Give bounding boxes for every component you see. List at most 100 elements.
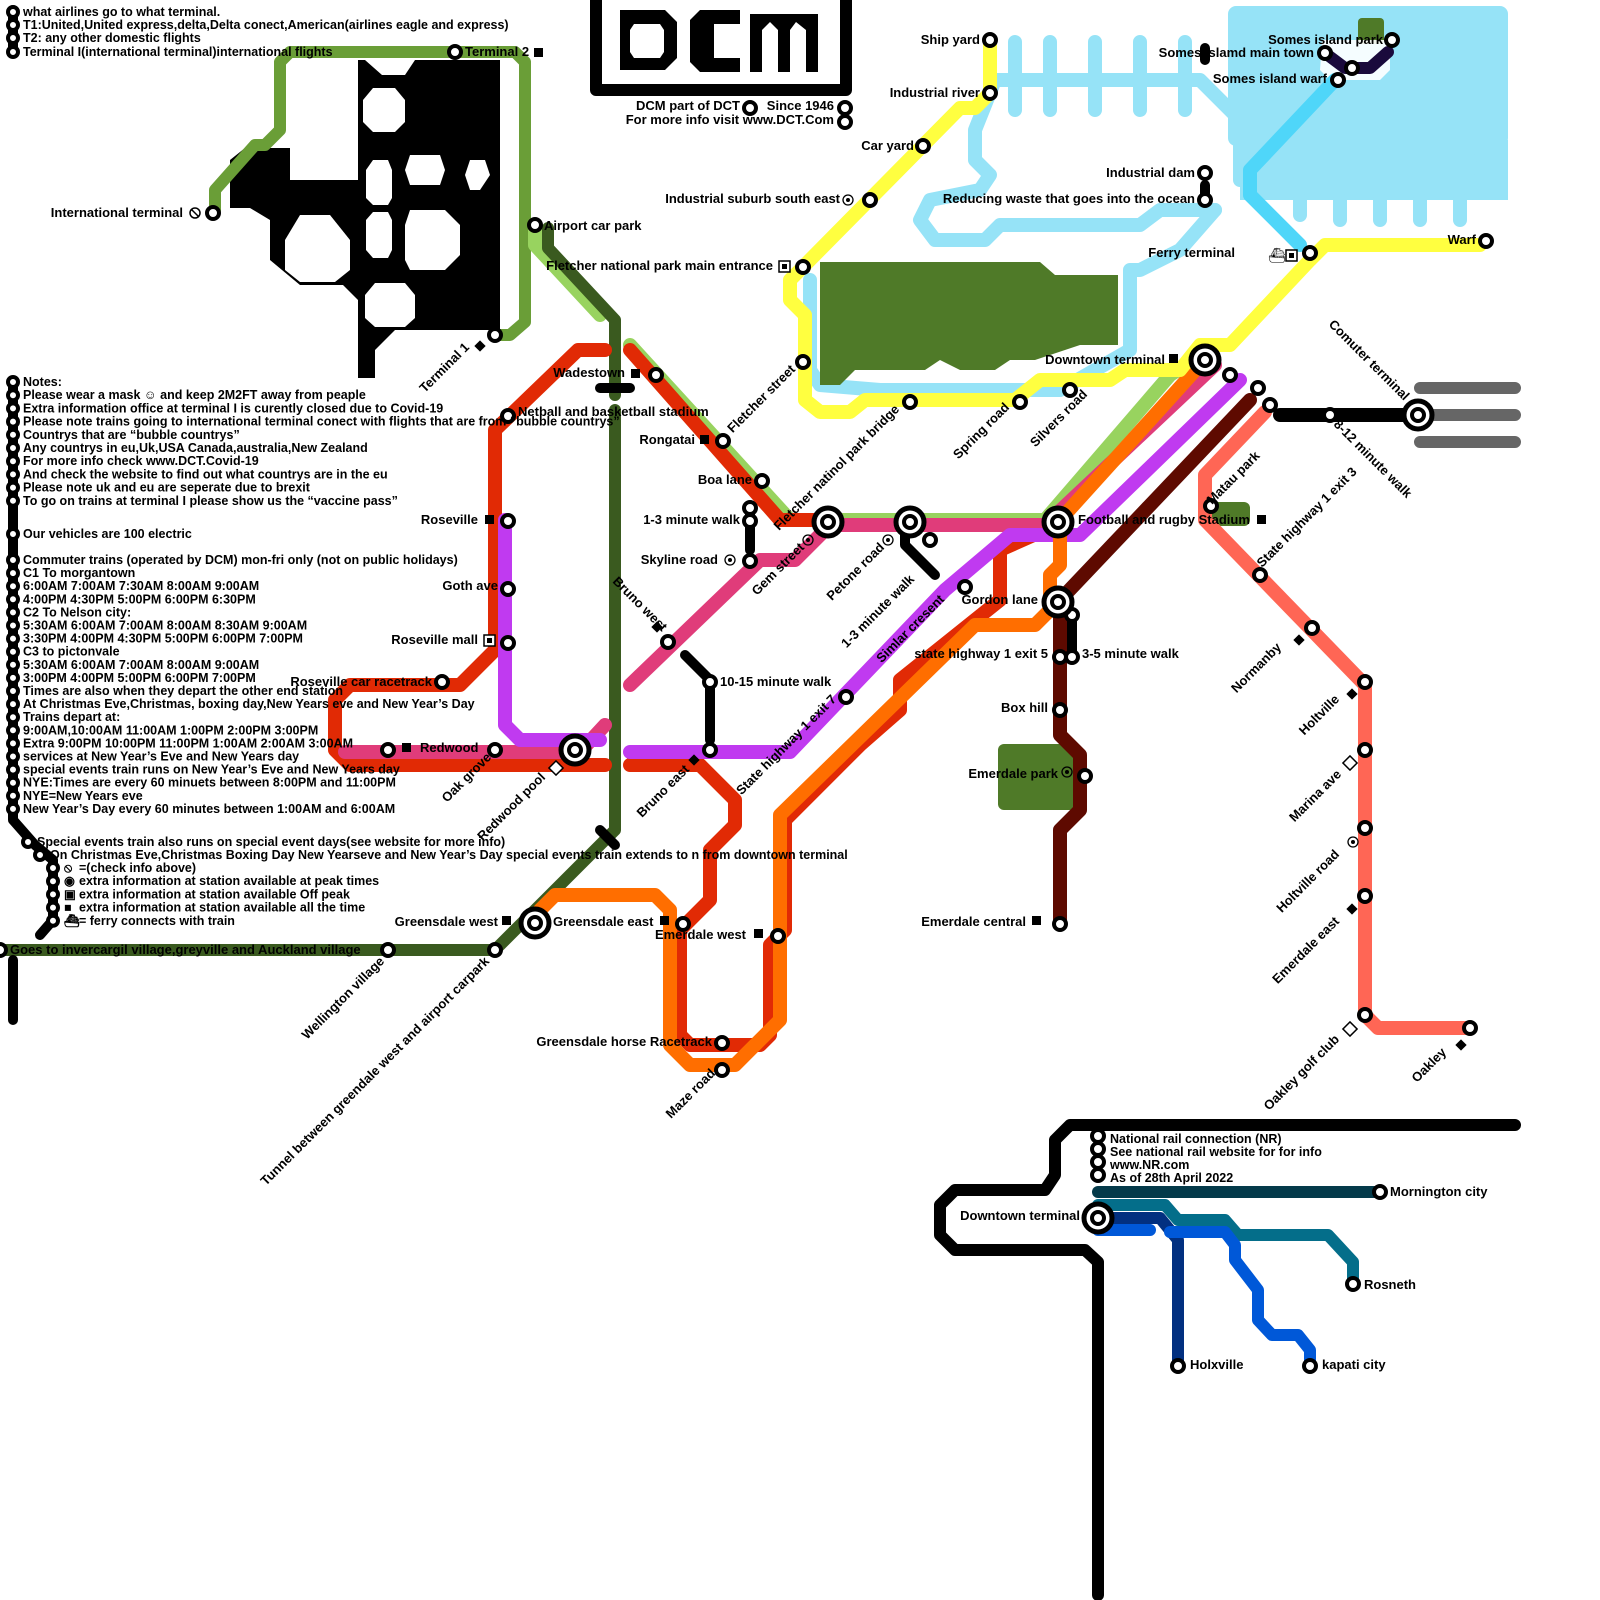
station-stop[interactable] (1262, 397, 1278, 413)
station-stop[interactable] (1052, 916, 1068, 932)
station-stop[interactable] (1357, 674, 1373, 690)
station-stop[interactable] (702, 674, 718, 690)
station-stop[interactable] (1330, 72, 1346, 88)
stations (0, 5, 1494, 1374)
station-stop[interactable] (837, 114, 853, 130)
station-label: Petone road (823, 539, 887, 603)
station-stop[interactable] (922, 532, 938, 548)
station-stop[interactable] (648, 367, 664, 383)
station-stop[interactable] (1252, 567, 1268, 583)
station-stop[interactable] (1462, 1020, 1478, 1036)
schedule-line: services at New Year’s Eve and New Years… (23, 750, 299, 764)
station-stop[interactable] (205, 205, 221, 221)
station-stop[interactable] (1090, 1141, 1106, 1157)
station-stop[interactable] (487, 742, 503, 758)
station-stop[interactable] (675, 916, 691, 932)
station-stop[interactable] (487, 942, 503, 958)
station-stop[interactable] (702, 742, 718, 758)
note-bullet (6, 414, 20, 429)
station-stop[interactable] (527, 217, 543, 233)
station-stop[interactable] (715, 433, 731, 449)
nr-note[interactable]: www.NR.com (1109, 1158, 1189, 1172)
station-stop[interactable] (1322, 407, 1338, 423)
legend-text: extra information at station available O… (79, 887, 350, 901)
station-label: Terminal 2 (465, 44, 529, 59)
station-stop[interactable] (795, 259, 811, 275)
station-stop[interactable] (1357, 742, 1373, 758)
station-stop[interactable] (380, 942, 396, 958)
station-stop[interactable] (1077, 768, 1093, 784)
station-stop[interactable] (1357, 1007, 1373, 1023)
station-stop[interactable] (742, 513, 758, 529)
station-stop[interactable] (1250, 380, 1266, 396)
station-stop[interactable] (1064, 649, 1080, 665)
note-line: Please note trains going to internationa… (23, 415, 620, 429)
station-stop[interactable] (1372, 1184, 1388, 1200)
station-stop[interactable] (982, 85, 998, 101)
note-bullet (21, 835, 35, 849)
station-stop[interactable] (500, 513, 516, 529)
schedule-line: 5:30AM 6:00AM 7:00AM 8:00AM 9:00AM (23, 658, 259, 672)
schedule-line: Commuter trains (operated by DCM) mon-fr… (23, 553, 458, 567)
water-body (803, 6, 1508, 397)
station-stop[interactable] (1344, 60, 1360, 76)
interchange-hub-core (1410, 407, 1426, 423)
station-stop[interactable] (742, 100, 758, 116)
schedule-line: 6:00AM 7:00AM 7:30AM 8:00AM 9:00AM (23, 579, 259, 593)
station-stop[interactable] (0, 942, 8, 958)
station-stop[interactable] (500, 408, 516, 424)
park-areas (820, 262, 1250, 810)
station-stop[interactable] (902, 394, 918, 410)
schedule-line: NYE:Times are every 60 minuets between 8… (23, 776, 396, 790)
schedule-line: special events train runs on New Year’s … (23, 763, 400, 777)
schedule-line: New Year’s Day every 60 minutes between … (23, 802, 395, 816)
station-stop[interactable] (660, 634, 676, 650)
station-stop[interactable] (1052, 702, 1068, 718)
station-stop[interactable] (1384, 32, 1400, 48)
station-stop[interactable] (770, 928, 786, 944)
peak-info-icon (882, 534, 894, 546)
allday-info-icon (754, 929, 763, 938)
station-stop[interactable] (742, 500, 758, 516)
station-stop[interactable] (862, 192, 878, 208)
station-stop[interactable] (1090, 1167, 1106, 1183)
station-stop[interactable] (795, 354, 811, 370)
station-stop[interactable] (714, 1062, 730, 1078)
station-stop[interactable] (487, 327, 503, 343)
station-stop[interactable] (1357, 888, 1373, 904)
station-stop[interactable] (1203, 498, 1219, 514)
station-stop[interactable] (754, 473, 770, 489)
line-purple (498, 373, 1247, 759)
station-stop[interactable] (1317, 45, 1333, 61)
station-stop[interactable] (837, 100, 853, 116)
station-stop[interactable] (714, 1035, 730, 1051)
station-stop[interactable] (1197, 165, 1213, 181)
station-stop[interactable] (1012, 394, 1028, 410)
station-stop[interactable] (1357, 820, 1373, 836)
station-stop[interactable] (1478, 233, 1494, 249)
station-stop[interactable] (1304, 620, 1320, 636)
station-stop[interactable] (500, 635, 516, 651)
station-stop[interactable] (500, 581, 516, 597)
note-bullet (6, 45, 20, 59)
station-stop[interactable] (838, 689, 854, 705)
station-stop[interactable] (1062, 382, 1078, 398)
station-stop[interactable] (742, 553, 758, 569)
station-stop[interactable] (957, 579, 973, 595)
brand-more-info[interactable]: For more info visit www.DCT.Com (626, 112, 834, 127)
station-stop[interactable] (380, 742, 396, 758)
station-stop[interactable] (1222, 367, 1238, 383)
station-stop[interactable] (1302, 245, 1318, 261)
station-stop[interactable] (1345, 1276, 1361, 1292)
station-stop[interactable] (915, 138, 931, 154)
station-stop[interactable] (1197, 192, 1213, 208)
station-stop[interactable] (1090, 1128, 1106, 1144)
nr-destination: kapati city (1322, 1357, 1386, 1372)
station-stop[interactable] (1090, 1154, 1106, 1170)
station-stop[interactable] (1170, 1358, 1186, 1374)
station-label: Emerdale west (655, 927, 747, 942)
station-stop[interactable] (982, 32, 998, 48)
station-stop[interactable] (434, 674, 450, 690)
station-stop[interactable] (1302, 1358, 1318, 1374)
station-stop[interactable] (447, 44, 463, 60)
